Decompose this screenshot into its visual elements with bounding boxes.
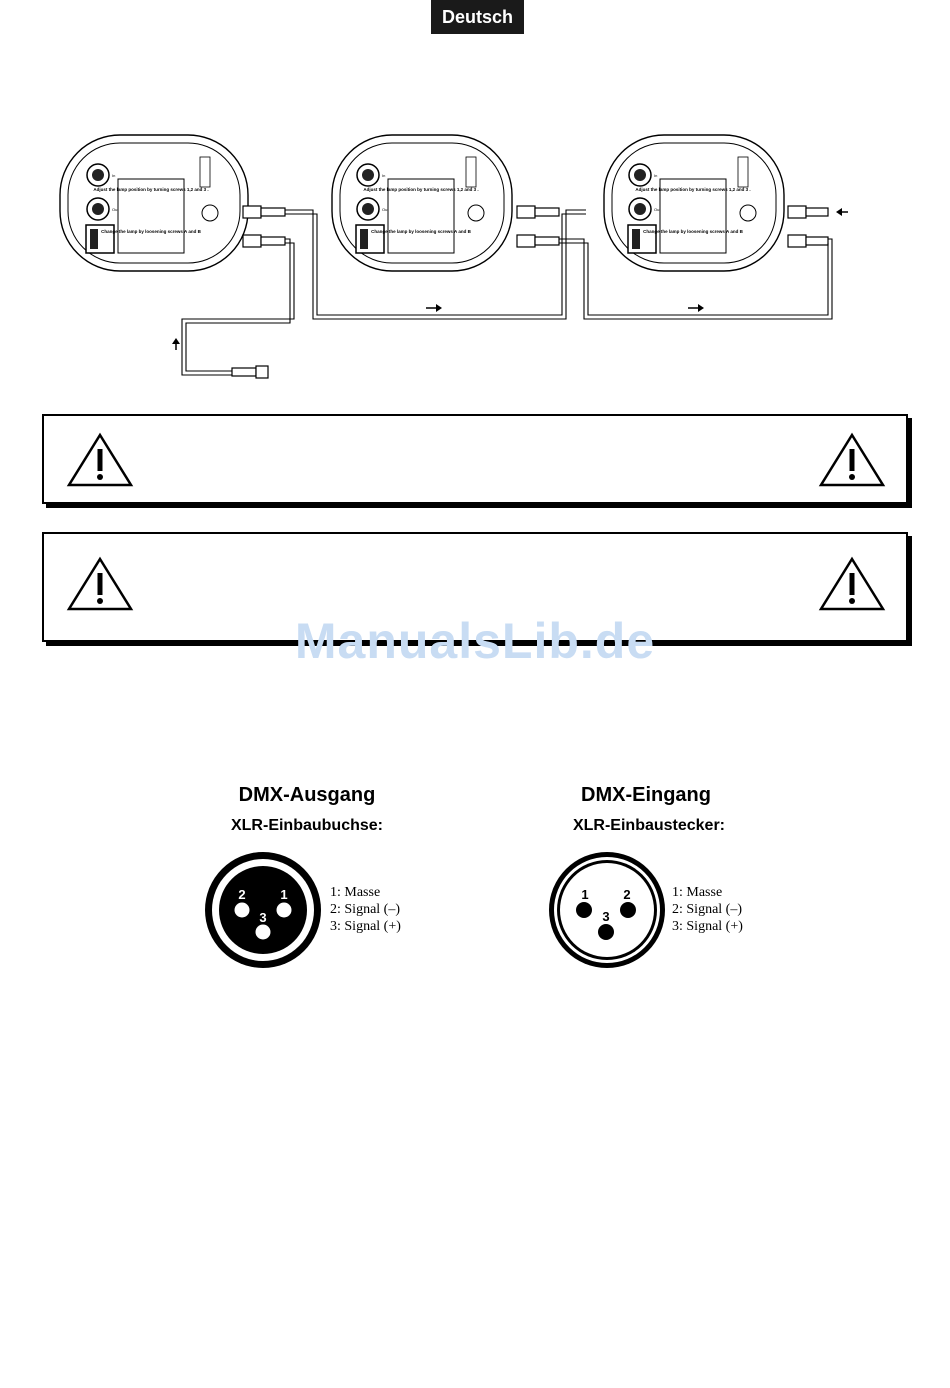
device-3-out-label: Out [654, 207, 661, 212]
warning-triangle-icon [66, 556, 134, 617]
pin-2 [620, 902, 636, 918]
pin-number: 2 [238, 887, 245, 902]
dmx-output-title: DMX-Ausgang [238, 784, 376, 806]
pin-description: 2: Signal (–) [672, 902, 742, 917]
device-2-out-label: Out [382, 207, 389, 212]
signal-arrows [172, 208, 848, 350]
dmx-output-subtitle: XLR-Einbaubuchse: [230, 817, 383, 834]
pin-hole-2 [234, 902, 250, 918]
pin-1 [576, 902, 592, 918]
pin-number: 1 [280, 887, 287, 902]
device-2-top-text: Adjust the lamp position by turning scre… [363, 187, 478, 192]
output-pin-list: 1: Masse 2: Signal (–) 3: Signal (+) [330, 884, 401, 935]
xlr-socket-diagram: 2 1 3 [205, 852, 321, 968]
warning-box-2 [42, 532, 908, 642]
warning-text-1 [154, 416, 796, 502]
device-1-bottom-text: Change the lamp by loosening screws A an… [101, 229, 201, 234]
watermark: ManualsLib.de [294, 613, 656, 669]
xlr-plugs [231, 205, 829, 379]
dmx-input-title: DMX-Eingang [581, 784, 711, 806]
pin-number: 1 [581, 887, 588, 902]
pin-3 [598, 924, 614, 940]
pin-description: 2: Signal (–) [330, 902, 400, 917]
pin-description: 3: Signal (+) [330, 919, 401, 934]
device-3: Adjust the lamp position by turning scre… [603, 134, 785, 272]
dmx-input-subtitle: XLR-Einbaustecker: [572, 817, 726, 834]
pin-hole-1 [276, 902, 292, 918]
device-2: Adjust the lamp position by turning scre… [331, 134, 513, 272]
dmx-cables [181, 209, 833, 376]
pin-number: 3 [602, 909, 609, 924]
device-3-bottom-text: Change the lamp by loosening screws A an… [643, 229, 743, 234]
pin-description: 1: Masse [330, 885, 381, 900]
device-3-top-text: Adjust the lamp position by turning scre… [635, 187, 750, 192]
warning-box-1 [42, 414, 908, 504]
pin-number: 2 [623, 887, 630, 902]
pin-number: 3 [259, 910, 266, 925]
pin-hole-3 [255, 924, 271, 940]
warning-triangle-icon [818, 556, 886, 617]
device-2-bottom-text: Change the lamp by loosening screws A an… [371, 229, 471, 234]
device-1-in-label: In [112, 173, 115, 178]
device-1: Adjust the lamp position by turning scre… [59, 134, 249, 272]
language-tab: Deutsch [431, 0, 524, 34]
warning-triangle-icon [818, 432, 886, 493]
xlr-plug-diagram: 1 2 3 [549, 852, 665, 968]
input-pin-list: 1: Masse 2: Signal (–) 3: Signal (+) [672, 884, 743, 935]
device-1-out-label: Out [112, 207, 119, 212]
device-1-top-text: Adjust the lamp position by turning scre… [93, 187, 208, 192]
pin-description: 3: Signal (+) [672, 919, 743, 934]
device-3-in-label: In [654, 173, 657, 178]
pin-description: 1: Masse [672, 885, 723, 900]
dmx-wiring-diagram: Adjust the lamp position by turning scre… [59, 134, 848, 379]
device-2-in-label: In [382, 173, 385, 178]
warning-triangle-icon [66, 432, 134, 493]
